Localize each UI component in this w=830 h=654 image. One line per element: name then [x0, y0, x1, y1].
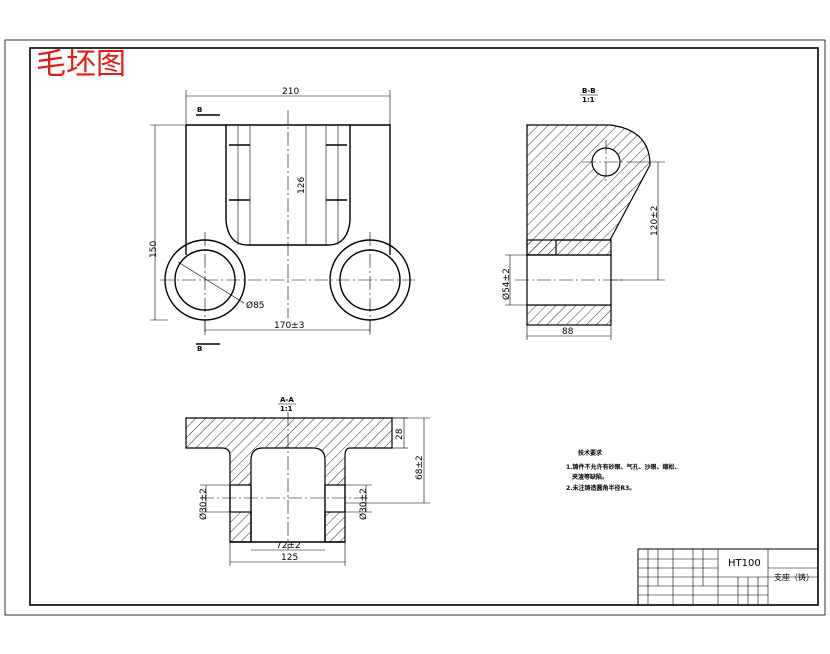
dim-88: 88 [562, 327, 574, 337]
cut-marker-bottom: B [197, 345, 202, 353]
outer-border [4, 39, 826, 616]
dim-120: 120±2 [650, 206, 660, 236]
notes-title: 技术要求 [578, 449, 603, 457]
inner-border [29, 47, 819, 606]
section-aa-scale: 1:1 [280, 405, 293, 413]
section-aa-view: A-A 1:1 28 68±2 Ø30±2 Ø30±2 [185, 396, 430, 566]
stamp-title: 毛坯图 [36, 47, 126, 82]
title-block: HT100 支座（铸） [637, 548, 819, 606]
part-name: 支座（铸） [774, 572, 814, 582]
technical-notes: 技术要求 1.铸件不允许有砂眼、气孔、沙眼、缩松、 夹渣等缺陷。 2.未注铸造圆… [566, 449, 680, 492]
dim-150: 150 [149, 241, 159, 258]
notes-line1: 1.铸件不允许有砂眼、气孔、沙眼、缩松、 [566, 463, 680, 471]
notes-line2: 2.未注铸造圆角半径R3。 [566, 484, 635, 492]
section-bb-label: B-B [582, 87, 596, 95]
dim-170: 170±3 [274, 321, 304, 331]
notes-line1b: 夹渣等缺陷。 [572, 473, 608, 481]
dim-left-dia30: Ø30±2 [198, 488, 209, 520]
dim-125: 125 [281, 553, 298, 563]
dim-28: 28 [395, 428, 405, 440]
front-view: 210 150 126 Ø85 170±3 B B [149, 87, 415, 353]
section-aa-label: A-A [280, 396, 294, 404]
material-label: HT100 [728, 558, 761, 569]
section-bb-view: B-B 1:1 120±2 Ø54±2 88 [501, 87, 665, 340]
dim-dia54: Ø54±2 [501, 268, 512, 300]
dim-dia85: Ø85 [246, 300, 265, 311]
dim-72: 72±2 [276, 541, 301, 551]
dim-right-dia30: Ø30±2 [358, 488, 369, 520]
dim-126: 126 [297, 177, 307, 194]
dim-68: 68±2 [415, 455, 425, 480]
cut-marker-top: B [197, 106, 202, 114]
dim-210: 210 [282, 87, 299, 97]
section-bb-scale: 1:1 [582, 96, 595, 104]
